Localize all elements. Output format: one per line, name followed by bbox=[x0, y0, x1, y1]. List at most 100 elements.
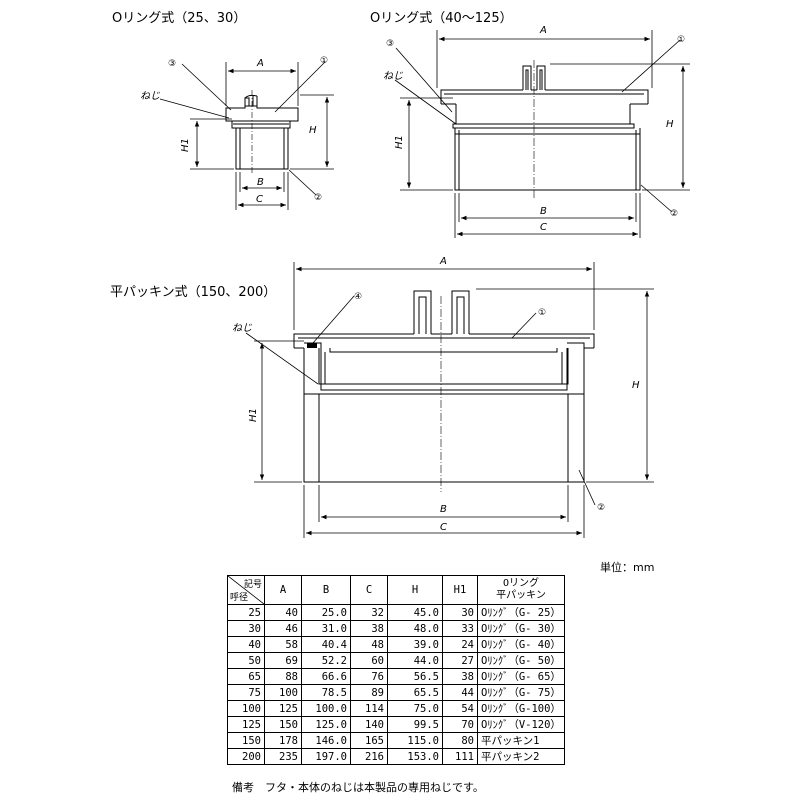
table-cell: 75 bbox=[227, 684, 265, 701]
table-cell: 99.5 bbox=[387, 716, 443, 733]
small-dim-b: B bbox=[257, 177, 264, 188]
corner-bottom-label: 呼径 bbox=[230, 593, 249, 603]
table-cell: 80 bbox=[442, 732, 478, 749]
large-dim-h1: H1 bbox=[248, 408, 259, 422]
large-part-outline bbox=[293, 290, 595, 483]
table-cell: 197.0 bbox=[301, 748, 351, 765]
table-cell: Oﾘﾝｸﾞ（G- 40） bbox=[477, 636, 565, 653]
table-cell: Oﾘﾝｸﾞ（G-100） bbox=[477, 700, 565, 717]
table-note: 備考 フタ・本体のねじは本製品の専用ねじです。 bbox=[232, 781, 484, 794]
medium-dim-h1: H1 bbox=[394, 135, 405, 149]
table-cell: 44.0 bbox=[387, 652, 443, 669]
table-cell: 115.0 bbox=[387, 732, 443, 749]
large-callout-2: ② bbox=[597, 503, 605, 513]
table-cell: 78.5 bbox=[301, 684, 351, 701]
large-callout-4: ④ bbox=[354, 292, 362, 302]
table-cell: 39.0 bbox=[387, 636, 443, 653]
table-cell: 58 bbox=[264, 636, 302, 653]
table-cell: Oﾘﾝｸﾞ（G- 25） bbox=[477, 604, 565, 621]
table-cell: 30 bbox=[227, 620, 265, 637]
table-cell: 平パッキン1 bbox=[477, 732, 565, 749]
table-cell: 165 bbox=[350, 732, 388, 749]
table-cell: 100 bbox=[227, 700, 265, 717]
table-cell: 150 bbox=[227, 732, 265, 749]
table-header-row: 記号 呼径 A B C H H1 Oリング 平パッキン bbox=[227, 575, 565, 605]
table-cell: 32 bbox=[350, 604, 388, 621]
table-cell: 100 bbox=[264, 684, 302, 701]
table-cell: 38 bbox=[442, 668, 478, 685]
medium-dim-c: C bbox=[540, 222, 547, 233]
table-cell: 125.0 bbox=[301, 716, 351, 733]
table-cell: 27 bbox=[442, 652, 478, 669]
medium-dim-b: B bbox=[540, 206, 547, 217]
table-cell: 24 bbox=[442, 636, 478, 653]
header-h: H bbox=[387, 575, 443, 605]
large-callout-1: ① bbox=[538, 308, 546, 318]
table-cell: Oﾘﾝｸﾞ（G- 75） bbox=[477, 684, 565, 701]
table-cell: 66.6 bbox=[301, 668, 351, 685]
table-cell: Oﾘﾝｸﾞ（G- 30） bbox=[477, 620, 565, 637]
table-cell: Oﾘﾝｸﾞ（G- 50） bbox=[477, 652, 565, 669]
table-cell: 60 bbox=[350, 652, 388, 669]
table-cell: 150 bbox=[264, 716, 302, 733]
small-dim-h1: H1 bbox=[180, 138, 191, 152]
table-cell: 31.0 bbox=[301, 620, 351, 637]
medium-callout-3: ③ bbox=[386, 39, 394, 49]
table-cell: 88 bbox=[264, 668, 302, 685]
table-cell: 69 bbox=[264, 652, 302, 669]
small-callout-1: ① bbox=[320, 56, 328, 66]
table-cell: 38 bbox=[350, 620, 388, 637]
table-cell: 25.0 bbox=[301, 604, 351, 621]
table-cell: Oﾘﾝｸﾞ（V-120） bbox=[477, 716, 565, 733]
table-cell: 45.0 bbox=[387, 604, 443, 621]
table-cell: 70 bbox=[442, 716, 478, 733]
large-dim-a: A bbox=[439, 256, 447, 267]
table-cell: 33 bbox=[442, 620, 478, 637]
table-cell: 40.4 bbox=[301, 636, 351, 653]
large-title: 平パッキン式（150、200） bbox=[110, 285, 276, 300]
table-cell: 平パッキン2 bbox=[477, 748, 565, 765]
large-dim-b: B bbox=[440, 504, 447, 515]
large-dim-c: C bbox=[440, 522, 447, 533]
table-cell: 48 bbox=[350, 636, 388, 653]
table-cell: 75.0 bbox=[387, 700, 443, 717]
medium-callout-1: ① bbox=[677, 35, 685, 45]
table-cell: 56.5 bbox=[387, 668, 443, 685]
table-cell: 54 bbox=[442, 700, 478, 717]
table-cell: 125 bbox=[227, 716, 265, 733]
small-dim-h: H bbox=[309, 125, 317, 136]
medium-callout-neji: ねじ bbox=[383, 71, 403, 82]
table-cell: 178 bbox=[264, 732, 302, 749]
small-callout-2: ② bbox=[314, 193, 322, 203]
table-cell: 76 bbox=[350, 668, 388, 685]
medium-dim-h: H bbox=[666, 119, 674, 130]
table-cell: 200 bbox=[227, 748, 265, 765]
header-oring: Oリング 平パッキン bbox=[477, 575, 565, 605]
table-cell: 65 bbox=[227, 668, 265, 685]
table-cell: 140 bbox=[350, 716, 388, 733]
table-cell: 44 bbox=[442, 684, 478, 701]
table-cell: 114 bbox=[350, 700, 388, 717]
table-cell: 216 bbox=[350, 748, 388, 765]
table-corner-cell: 記号 呼径 bbox=[227, 575, 265, 605]
header-c: C bbox=[350, 575, 388, 605]
large-drawing: 平パッキン式（150、200） bbox=[110, 256, 654, 538]
table-cell: 146.0 bbox=[301, 732, 351, 749]
unit-label: 単位：mm bbox=[600, 561, 655, 574]
table-cell: 52.2 bbox=[301, 652, 351, 669]
small-dim-c: C bbox=[256, 194, 263, 205]
large-packing-mark bbox=[307, 343, 317, 348]
table-cell: 235 bbox=[264, 748, 302, 765]
